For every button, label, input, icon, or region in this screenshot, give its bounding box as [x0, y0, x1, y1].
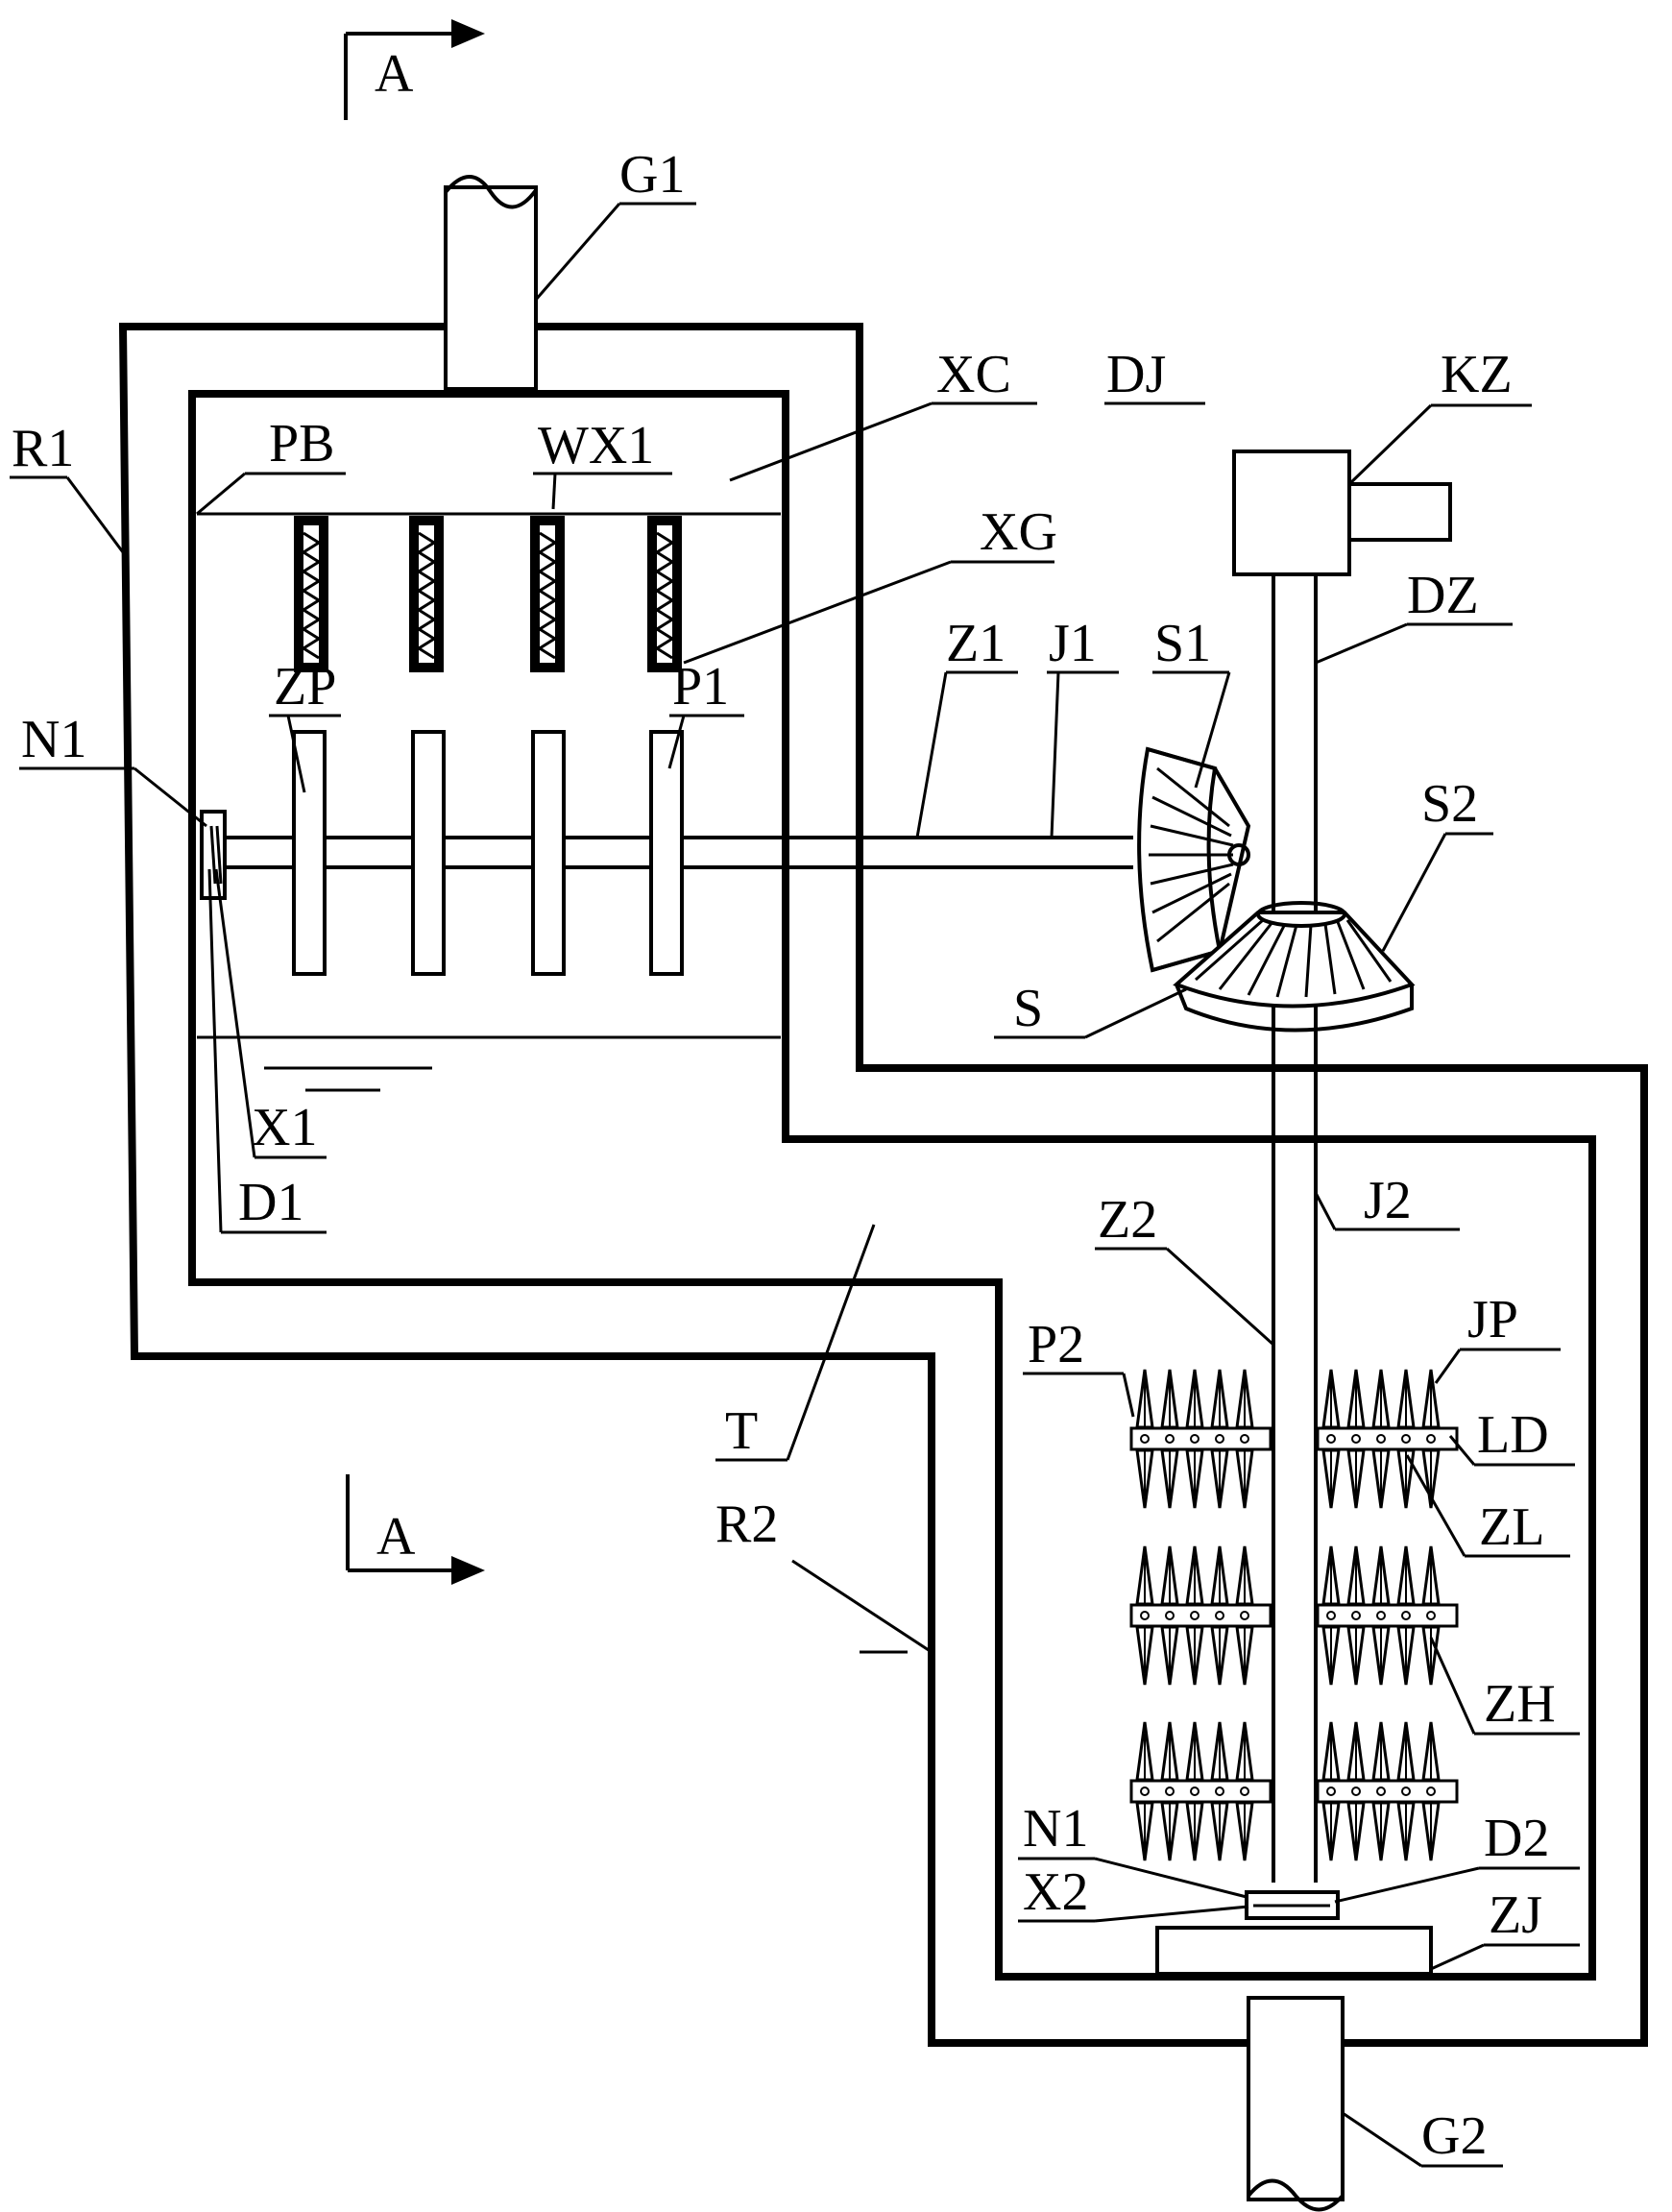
label-n1-bottom: N1 — [1023, 1799, 1088, 1859]
label-g2: G2 — [1421, 2106, 1487, 2166]
label-j2: J2 — [1364, 1171, 1412, 1230]
inner-housing-wall — [188, 390, 1596, 1981]
bevel-gear-s1 — [1137, 746, 1251, 973]
controller-kz — [1347, 482, 1452, 542]
filter-elements-xg — [294, 516, 682, 672]
label-wx1: WX1 — [538, 416, 654, 475]
leader-lines — [10, 202, 1580, 2168]
label-d2: D2 — [1484, 1809, 1549, 1868]
paddle-assembly — [1129, 1721, 1272, 1861]
paddle-assembly — [1129, 1369, 1272, 1509]
label-j1: J1 — [1049, 614, 1097, 673]
label-zp: ZP — [274, 657, 336, 717]
stirring-paddles-p2 — [1129, 1369, 1459, 1861]
label-x1: X1 — [252, 1098, 317, 1157]
label-z2: Z2 — [1098, 1190, 1157, 1250]
label-zl: ZL — [1479, 1497, 1544, 1557]
label-p2: P2 — [1028, 1315, 1084, 1374]
label-section-bottom: A — [376, 1507, 416, 1567]
label-r2: R2 — [715, 1495, 778, 1554]
outer-housing-wall — [118, 323, 1648, 2047]
section-marker-bottom — [346, 1474, 485, 1585]
label-d1: D1 — [238, 1173, 303, 1232]
label-t: T — [725, 1401, 758, 1461]
label-zj: ZJ — [1489, 1885, 1542, 1945]
support-zj — [1155, 1926, 1433, 1976]
outlet-pipe-g2 — [1247, 1996, 1345, 2212]
vertical-shaft-z2 — [1272, 574, 1318, 1883]
bevel-gear-s2 — [1173, 901, 1416, 1033]
section-marker-top — [344, 19, 485, 120]
label-s1: S1 — [1154, 614, 1211, 673]
label-pb: PB — [269, 414, 335, 474]
paddle-assembly — [1129, 1545, 1272, 1686]
label-ld: LD — [1477, 1405, 1549, 1465]
label-dz: DZ — [1407, 566, 1479, 625]
paddle-assembly — [1316, 1721, 1459, 1861]
label-dj: DJ — [1106, 345, 1166, 404]
inlet-pipe-g1 — [444, 175, 538, 391]
label-zh: ZH — [1484, 1674, 1556, 1734]
label-kz: KZ — [1441, 345, 1513, 404]
paddle-assembly — [1316, 1369, 1459, 1509]
label-p1: P1 — [672, 657, 729, 717]
paddles-p1 — [292, 730, 684, 976]
paddle-assembly — [1316, 1545, 1459, 1686]
label-xg: XG — [980, 502, 1057, 562]
label-jp: JP — [1467, 1290, 1518, 1349]
label-n1-top: N1 — [21, 710, 86, 769]
label-r1: R1 — [12, 419, 74, 478]
motor-dj — [1232, 450, 1351, 576]
label-x2: X2 — [1023, 1862, 1088, 1922]
label-s2: S2 — [1421, 774, 1478, 834]
label-section-top: A — [375, 44, 414, 104]
label-g1: G1 — [619, 145, 685, 205]
label-z1: Z1 — [946, 614, 1006, 673]
label-s: S — [1013, 979, 1043, 1038]
callout-labels: A A G1 R1 XC PB WX1 XG DJ KZ DZ Z1 J1 S1… — [12, 44, 1556, 2166]
label-xc: XC — [936, 345, 1011, 404]
